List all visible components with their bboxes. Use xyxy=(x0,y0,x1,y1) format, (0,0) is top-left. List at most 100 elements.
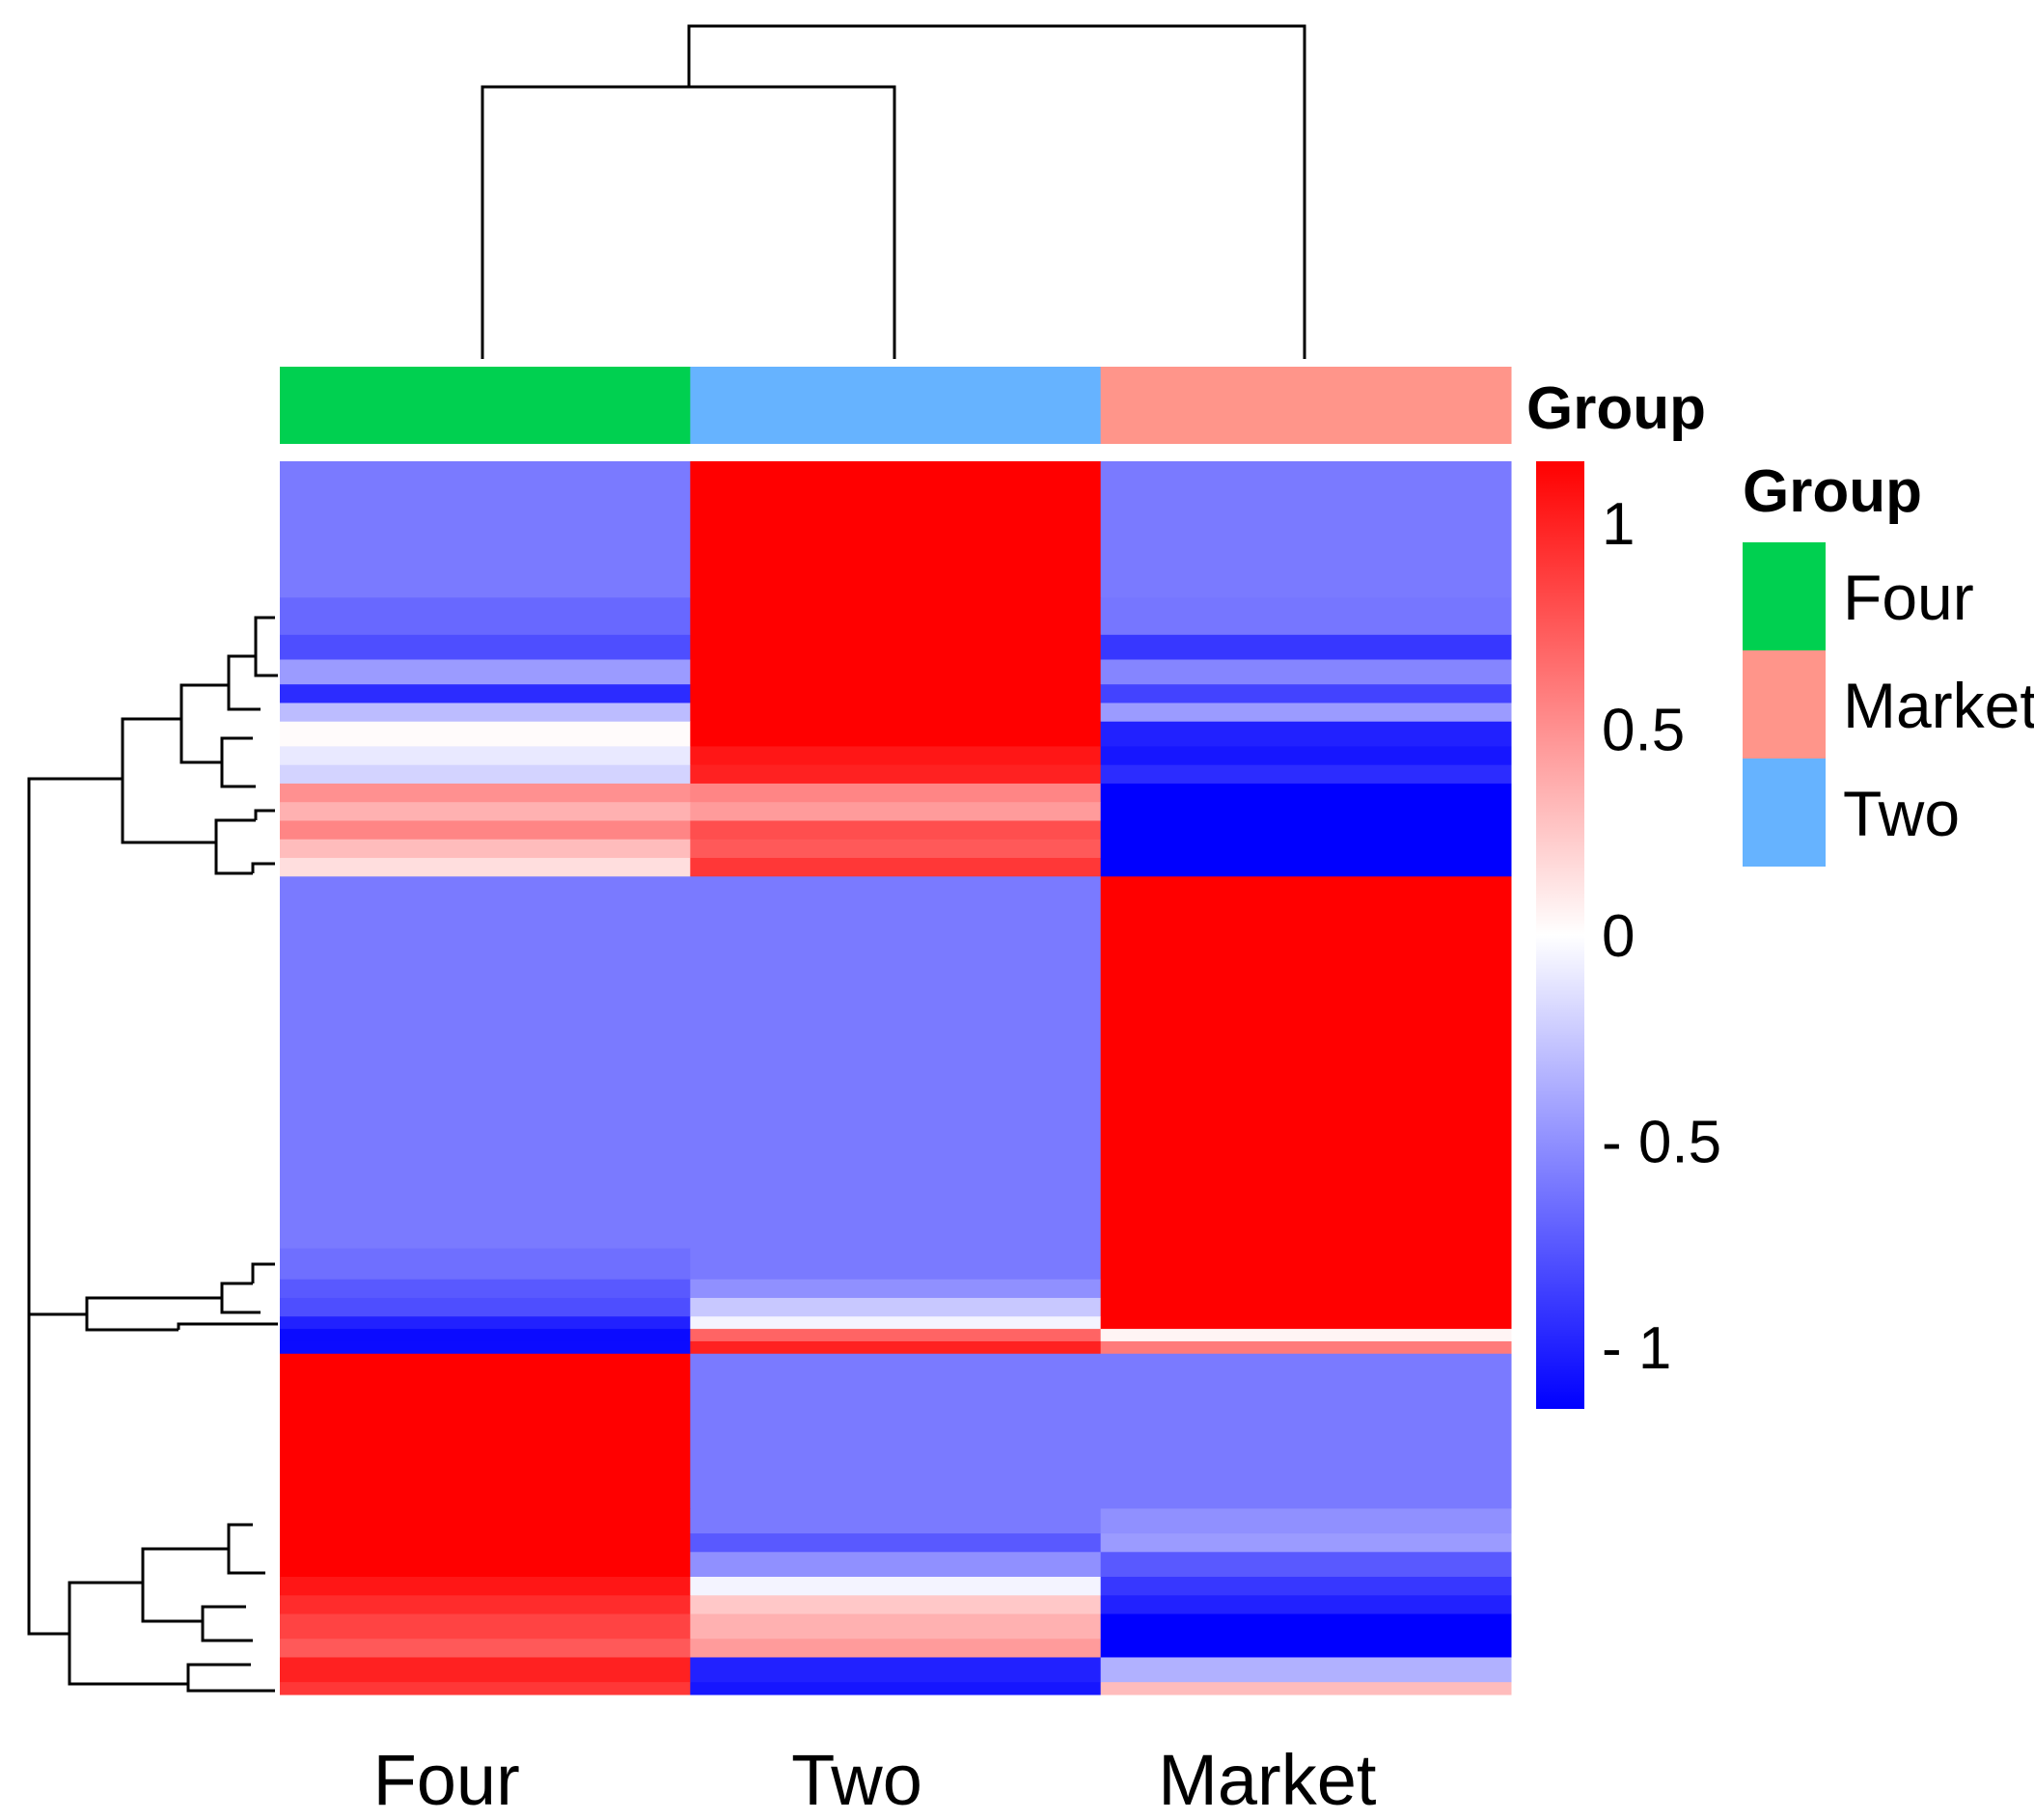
group-annotation-bar xyxy=(280,367,1512,444)
row-dendro-bottom-b xyxy=(201,1605,253,1642)
color-scale-tick-label: - 0.5 xyxy=(1602,1109,1721,1175)
heatmap-cell-b26-four xyxy=(280,1595,691,1615)
row-dendro-mid xyxy=(85,1296,222,1332)
heatmap-cell-b1-market xyxy=(1100,597,1512,636)
heatmap-cell-b13-two xyxy=(690,858,1102,877)
row-dendro-top-c1 xyxy=(251,809,275,873)
heatmap-cell-b4-market xyxy=(1100,684,1512,703)
row-dendro-root xyxy=(27,777,123,1636)
column-label-market: Market xyxy=(1158,1740,1377,1820)
annotation-title: Group xyxy=(1526,375,1706,442)
legend-label-two: Two xyxy=(1843,778,1960,849)
heatmap-cell-b25-four xyxy=(280,1576,691,1596)
heatmap-cell-b9-market xyxy=(1100,783,1512,803)
row-dendro-top-a2 xyxy=(254,616,278,677)
heatmap-cell-b19-two xyxy=(690,1329,1102,1342)
heatmap-cell-b5-four xyxy=(280,703,691,723)
heatmap-cell-b27-market xyxy=(1100,1613,1512,1640)
heatmap-cell-b6-four xyxy=(280,721,691,747)
heatmap-cell-b29-market xyxy=(1100,1657,1512,1683)
row-dendro-mid-1 xyxy=(220,1282,261,1314)
heatmap-cell-b17-market xyxy=(1100,1297,1512,1317)
heatmap-cell-b23-four xyxy=(280,1533,691,1553)
heatmap-cell-b14-market xyxy=(1100,876,1512,1250)
heatmap-cell-b0-market xyxy=(1100,461,1512,598)
column-label-four: Four xyxy=(373,1740,520,1820)
heatmap-cell-b12-two xyxy=(690,839,1102,859)
col-dendro-branch-four-two xyxy=(481,85,896,359)
heatmap-cell-b3-market xyxy=(1100,659,1512,685)
row-dendro-bottom-a xyxy=(141,1547,229,1623)
heatmap-cell-b0-two xyxy=(690,461,1102,598)
heatmap-cell-b10-four xyxy=(280,802,691,821)
heatmap-cell-b10-two xyxy=(690,802,1102,821)
heatmap-cell-b24-four xyxy=(280,1552,691,1578)
heatmap-cell-b8-two xyxy=(690,764,1102,785)
heatmap-cell-b30-four xyxy=(280,1682,691,1696)
heatmap-cell-b13-four xyxy=(280,858,691,877)
heatmap-cell-b24-market xyxy=(1100,1552,1512,1578)
heatmap-cell-b7-market xyxy=(1100,746,1512,766)
heatmap-cell-b6-market xyxy=(1100,721,1512,747)
color-scale-tick-label: - 1 xyxy=(1602,1315,1671,1382)
heatmap-cell-b25-market xyxy=(1100,1576,1512,1596)
heatmap-cell-b20-market xyxy=(1100,1340,1512,1355)
color-scale-tick-label: 0.5 xyxy=(1602,698,1685,764)
heatmap-cell-b3-two xyxy=(690,659,1102,685)
color-scale-bar xyxy=(1536,461,1584,1409)
heatmap-cell-b15-four xyxy=(280,1248,691,1281)
heatmap-cell-b23-two xyxy=(690,1533,1102,1553)
heatmap-cell-b26-two xyxy=(690,1595,1102,1615)
heatmap-cell-b1-four xyxy=(280,597,691,636)
heatmap-cell-b19-market xyxy=(1100,1329,1512,1342)
row-dendrogram xyxy=(27,616,278,1693)
heatmap-cell-b28-two xyxy=(690,1639,1102,1658)
heatmap-cell-b22-market xyxy=(1100,1508,1512,1534)
legend-swatch-two xyxy=(1743,758,1826,867)
color-scale-tick-label: 0 xyxy=(1602,903,1635,970)
color-scale-tick-label: 1 xyxy=(1602,491,1635,558)
heatmap-cell-b6-two xyxy=(690,721,1102,747)
heatmap-cell-b23-market xyxy=(1100,1533,1512,1553)
heatmap-cell-b9-four xyxy=(280,783,691,803)
heatmap-cell-b11-two xyxy=(690,820,1102,841)
heatmap-cell-b22-four xyxy=(280,1508,691,1534)
annotation-cell-four xyxy=(280,367,691,444)
heatmap-cell-b5-market xyxy=(1100,703,1512,723)
heatmap-cell-b16-market xyxy=(1100,1279,1512,1299)
heatmap-cell-b28-four xyxy=(280,1639,691,1658)
legend-title: Group xyxy=(1743,458,1922,525)
row-dendro-top-a xyxy=(179,683,229,764)
heatmap-cell-b8-four xyxy=(280,764,691,785)
heatmap-cell-b20-two xyxy=(690,1340,1102,1355)
heatmap-cell-b11-four xyxy=(280,820,691,841)
heatmap-cell-b15-market xyxy=(1100,1248,1512,1281)
legend-label-four: Four xyxy=(1843,562,1974,633)
heatmap-cell-b2-four xyxy=(280,634,691,661)
col-dendro-branch-root xyxy=(687,24,1306,359)
heatmap-cell-b20-four xyxy=(280,1340,691,1355)
heatmap-cell-b29-four xyxy=(280,1657,691,1683)
heatmap-cell-b9-two xyxy=(690,783,1102,803)
annotation-cell-market xyxy=(1100,367,1512,444)
heatmap-cell-b27-four xyxy=(280,1613,691,1640)
heatmap-cell-b18-two xyxy=(690,1316,1102,1330)
heatmap-cell-b15-two xyxy=(690,1248,1102,1281)
heatmap-cell-b30-two xyxy=(690,1682,1102,1696)
heatmap-cell-b12-market xyxy=(1100,839,1512,859)
heatmap-cell-b3-four xyxy=(280,659,691,685)
heatmap-cell-b4-four xyxy=(280,684,691,703)
heatmap-cell-b21-two xyxy=(690,1353,1102,1509)
heatmap-cell-b30-market xyxy=(1100,1682,1512,1696)
heatmap-cell-b1-two xyxy=(690,597,1102,636)
color-scale-ticks: 1 0.5 0 - 0.5 - 1 xyxy=(1602,491,1721,1382)
row-dendro-top-c xyxy=(214,818,256,875)
heatmap-cell-b29-two xyxy=(690,1657,1102,1683)
legend-swatch-four xyxy=(1743,542,1826,650)
heatmap-cell-b10-market xyxy=(1100,802,1512,821)
heatmap-cell-b4-two xyxy=(690,684,1102,703)
row-dendro-bottom-c xyxy=(186,1663,275,1693)
